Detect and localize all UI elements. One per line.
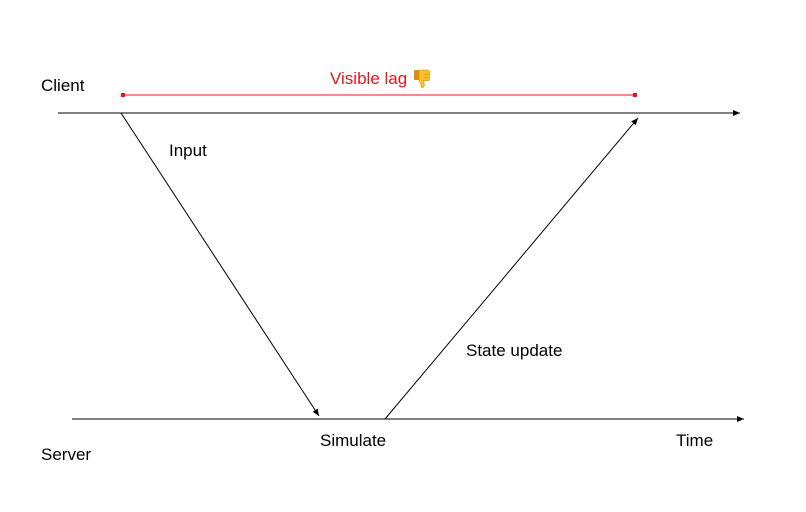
thumbs-down-icon (413, 69, 431, 89)
visible-lag-text: Visible lag (330, 69, 408, 88)
state-update-label: State update (466, 341, 563, 360)
input-arrow (120, 112, 320, 417)
simulate-label: Simulate (320, 431, 387, 450)
visible-lag-start-cap (121, 93, 125, 97)
time-label: Time (676, 431, 714, 450)
input-label: Input (169, 141, 207, 160)
client-label: Client (41, 76, 85, 95)
visible-lag-end-cap (633, 93, 637, 97)
server-label: Server (41, 445, 92, 464)
visible-lag-label: Visible lag (330, 69, 431, 89)
state-update-arrow (384, 117, 639, 420)
